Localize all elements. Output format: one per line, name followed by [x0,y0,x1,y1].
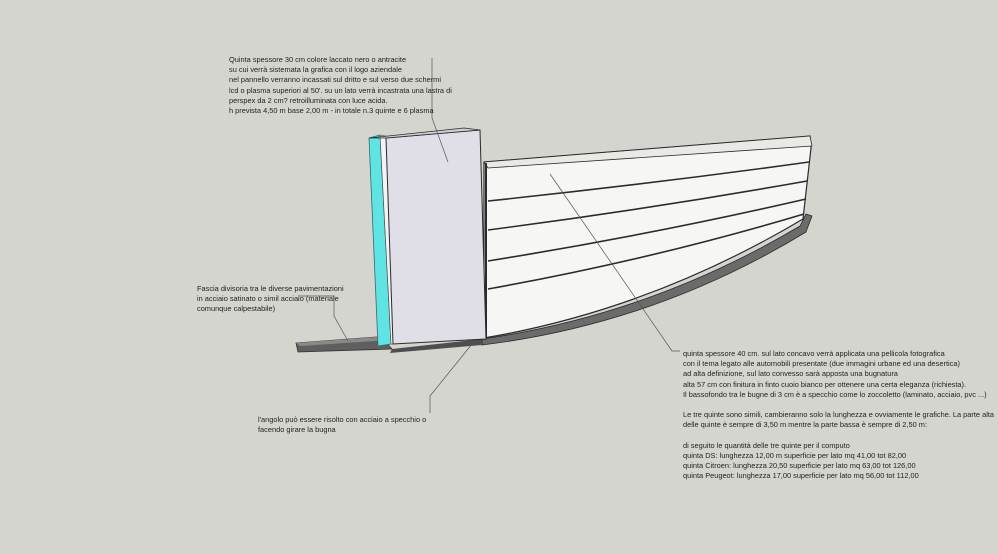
note-line: h prevista 4,50 m base 2,00 m - in total… [229,106,434,116]
note-line: quinta spessore 40 cm. sul lato concavo … [683,349,945,358]
curved-wall-top-thickness [483,135,813,169]
note-line: Le tre quinte sono simili, cambieranno s… [683,410,994,420]
note-line [683,400,994,410]
note-line: delle quinte è sempre di 3,50 m mentre l… [683,420,928,430]
note-line: Il bassofondo tra le bugne di 3 cm è a s… [683,389,987,399]
leader-lines [298,58,680,413]
note-line [683,431,994,441]
curved-wall-note: quinta spessore 40 cm. sul lato concavo … [683,349,994,482]
note-line: quinta DS: lunghezza 12,00 m superficie … [683,451,907,460]
note-line: quinta Citroen: lunghezza 20,50 superfic… [683,461,916,471]
wall-plinth [481,213,813,346]
note-line: Quinta spessore 30 cm colore laccato ner… [229,55,407,64]
panel-top [368,127,481,139]
note-line: facendo girare la bugna [258,425,336,435]
floor-strip-note: Fascia divisoria tra le diverse paviment… [197,284,344,315]
note-line: alta 57 cm con finitura in finto cuoio b… [683,379,967,389]
note-line: perspex da 2 cm? retroilluminata con luc… [229,95,388,105]
note-line: Fascia divisoria tra le diverse paviment… [197,284,344,293]
note-line: ad alta definizione, sul lato convesso s… [683,369,898,379]
note-line: comunque calpestabile) [197,304,276,314]
note-line: l'angolo può essere risolto con acciaio … [258,415,427,424]
note-line: lcd o plasma superiori al 50'. su un lat… [229,85,452,95]
note-line: con il tema legato alle automobili prese… [683,359,960,369]
bugna-grooves [487,161,810,290]
panel-face [385,129,487,345]
corner-note: l'angolo può essere risolto con acciaio … [258,415,426,435]
panel-spec-note: Quinta spessore 30 cm colore laccato ner… [229,55,452,116]
note-line: nel pannello verranno incassati sul drit… [229,75,441,85]
note-line: di seguito le quantità delle tre quinte … [683,440,850,450]
note-line: quinta Peugeot: lunghezza 17,00 superfic… [683,471,919,481]
note-line: in acciaio satinato o simil acciaio (mat… [197,294,339,304]
note-line: su cui verrà sistemata la grafica con il… [229,65,402,75]
floor-divider-top [296,337,390,346]
curved-wall [483,135,812,339]
wall-plinth-floor [390,339,482,353]
